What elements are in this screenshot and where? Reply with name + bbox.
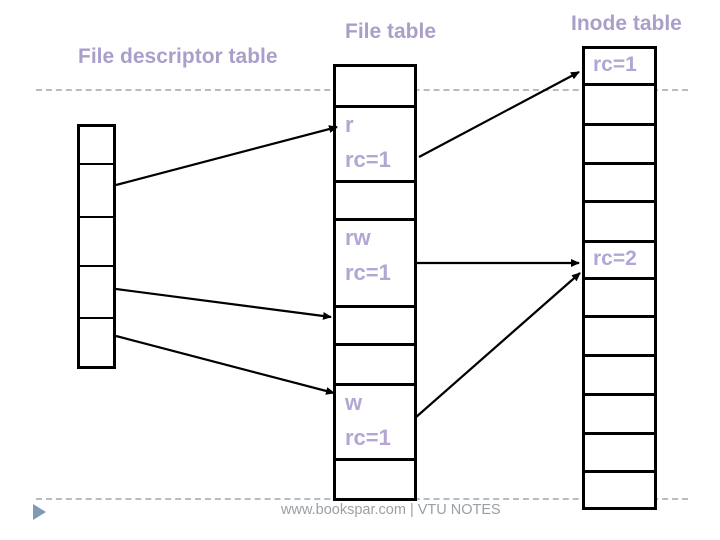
file-entry-rw-refcount: rc=1: [345, 260, 391, 285]
inode-slot-empty: [585, 357, 654, 396]
arrow-file-r-to-inode-rc1: [418, 71, 580, 158]
file-entry-w-refcount: rc=1: [345, 425, 391, 450]
file-entry-r-refcount: rc=1: [345, 147, 391, 172]
arrow-fd4-to-file-w: [115, 334, 335, 395]
inode-table-title: Inode table: [571, 12, 682, 35]
inode-slot-empty: [585, 435, 654, 473]
fd-slot-3: [80, 267, 113, 319]
inode-entry-rc1-cell: rc=1: [585, 49, 654, 86]
file-slot-empty: [336, 308, 414, 346]
file-slot-empty: [336, 67, 414, 108]
inode-slot-empty: [585, 126, 654, 165]
inode-table: rc=1 rc=2: [582, 46, 657, 510]
file-entry-rw-mode: rw: [345, 225, 371, 250]
inode-slot-empty: [585, 280, 654, 318]
fd-slot-1: [80, 165, 113, 218]
slide-bullet-triangle-icon: [33, 504, 46, 520]
fd-slot-2: [80, 218, 113, 267]
arrow-fd3-to-file-slot: [115, 287, 332, 320]
file-descriptor-table: [77, 124, 116, 369]
inode-entry-rc2-cell: rc=2: [585, 243, 654, 280]
file-entry-rw-cell: rw rc=1: [336, 221, 414, 308]
file-descriptor-table-title: File descriptor table: [78, 45, 278, 68]
arrow-fd1-to-file-r: [115, 125, 338, 187]
file-table-title: File table: [345, 20, 437, 43]
arrow-file-w-to-inode-rc2: [414, 272, 581, 419]
file-entry-w-cell: w rc=1: [336, 386, 414, 461]
file-entry-r-mode: r: [345, 112, 354, 137]
inode-slot-empty: [585, 318, 654, 357]
file-entry-r-cell: r rc=1: [336, 108, 414, 183]
fd-slot-0: [80, 127, 113, 165]
file-table: r rc=1 rw rc=1 w rc=1: [333, 64, 417, 501]
footer-watermark-text: www.bookspar.com | VTU NOTES: [281, 502, 501, 518]
fd-slot-4: [80, 319, 113, 366]
file-slot-empty: [336, 346, 414, 386]
file-entry-w-mode: w: [345, 390, 363, 415]
inode-entry-rc2-refcount: rc=2: [593, 247, 637, 270]
inode-slot-empty: [585, 86, 654, 126]
inode-slot-empty: [585, 473, 654, 507]
file-slot-empty: [336, 461, 414, 498]
inode-entry-rc1-refcount: rc=1: [593, 53, 637, 76]
inode-slot-empty: [585, 203, 654, 243]
inode-slot-empty: [585, 396, 654, 435]
file-slot-empty: [336, 183, 414, 221]
inode-slot-empty: [585, 165, 654, 203]
